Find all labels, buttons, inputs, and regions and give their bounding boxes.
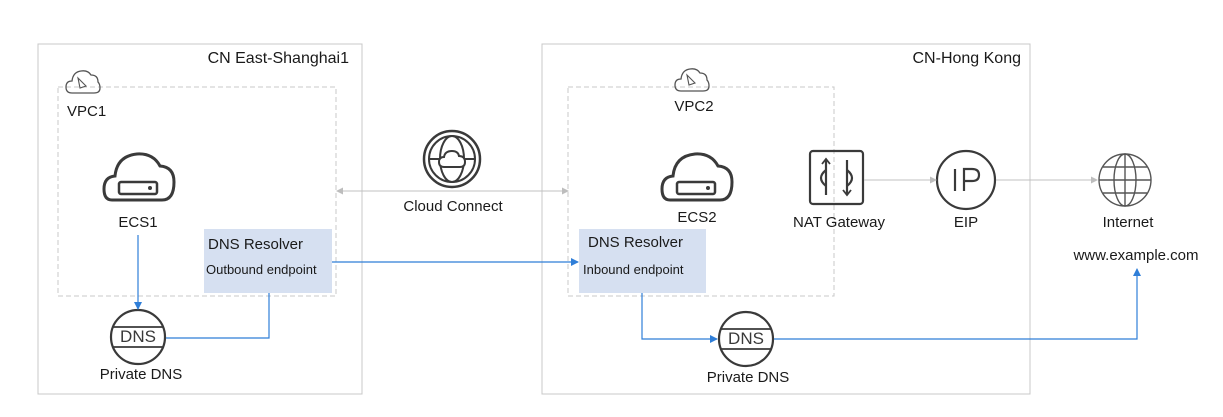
resolver-subtitle: Inbound endpoint (583, 262, 684, 277)
dns-resolver-outbound: DNS Resolver Outbound endpoint (204, 229, 332, 293)
cloud-connect-label: Cloud Connect (403, 198, 503, 215)
resolver-subtitle: Outbound endpoint (206, 262, 317, 277)
eip-label: EIP (953, 214, 979, 231)
nat-gateway-icon (808, 149, 865, 206)
internet-label: Internet (1102, 214, 1154, 231)
cloud-vpc-icon (65, 70, 101, 94)
vpc1-label: VPC1 (67, 103, 107, 120)
cloud-connect-globe-icon (422, 129, 482, 189)
ecs1-label: ECS1 (118, 214, 158, 231)
vpc1-box (57, 86, 337, 297)
dns-icon (109, 308, 167, 366)
vpc2-box (567, 86, 835, 297)
eip-icon (935, 149, 997, 211)
cloud-vpc-icon (674, 68, 710, 92)
nat-gateway-label: NAT Gateway (793, 214, 885, 231)
flow-private-dns-to-internet (774, 268, 1141, 340)
vpc2-label: VPC2 (674, 98, 714, 115)
dns-resolver-inbound: DNS Resolver Inbound endpoint (579, 229, 706, 293)
resolver-title: DNS Resolver (588, 234, 684, 251)
dns-icon (717, 310, 775, 368)
dns-glyph: DNS (728, 329, 764, 348)
private-dns-right-label: Private DNS (706, 369, 790, 386)
region-hongkong-box (541, 43, 1031, 395)
region-shanghai-box (37, 43, 363, 395)
dns-glyph: DNS (120, 327, 156, 346)
ecs-server-icon (102, 152, 176, 202)
flow-inbound-to-private-dns (641, 293, 718, 343)
ecs-server-icon (660, 152, 734, 202)
region-hongkong-label: CN-Hong Kong (912, 50, 1022, 67)
internet-globe-icon (1098, 153, 1152, 207)
ip-glyph: IP (966, 169, 967, 187)
resolver-title: DNS Resolver (208, 236, 304, 253)
ecs2-label: ECS2 (677, 209, 717, 226)
domain-label: www.example.com (1073, 247, 1199, 264)
private-dns-left-label: Private DNS (99, 366, 183, 383)
region-shanghai-label: CN East-Shanghai1 (207, 50, 349, 67)
flow-private-dns-to-outbound (166, 282, 273, 339)
